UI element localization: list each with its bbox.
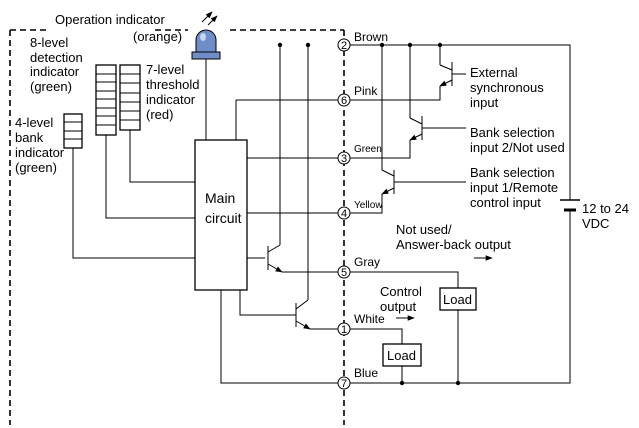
bank-indicator-label-4: (green) xyxy=(15,160,57,175)
answer-back-label-2: Answer-back output xyxy=(396,237,511,252)
bank1-label-1: Bank selection xyxy=(470,165,555,180)
wire-label-white: White xyxy=(354,312,385,326)
terminal-2: 2 xyxy=(337,38,351,52)
external-sync-label-2: synchronous xyxy=(470,80,544,95)
threshold-indicator-label-2: threshold xyxy=(146,77,199,92)
main-circuit-label-2: circuit xyxy=(205,210,242,226)
main-circuit-box xyxy=(194,139,248,291)
bank2-transistor xyxy=(344,45,466,159)
wire-label-brown: Brown xyxy=(354,30,388,44)
operation-indicator-label-2: (orange) xyxy=(133,29,182,44)
control-output-label-2: output xyxy=(380,299,417,314)
bank-indicator-bar xyxy=(63,113,83,149)
detection-indicator-bar xyxy=(95,64,117,136)
output-transistor-gray xyxy=(267,244,344,273)
terminal-3: 3 xyxy=(337,151,351,165)
external-sync-transistor xyxy=(344,45,466,101)
bank-indicator-label-1: 4-level xyxy=(15,115,53,130)
bank1-label-3: control input xyxy=(470,195,541,210)
svg-text:3: 3 xyxy=(341,153,347,165)
svg-text:5: 5 xyxy=(341,267,347,279)
power-supply-icon xyxy=(560,199,580,212)
terminal-6: 6 xyxy=(337,93,351,107)
operation-indicator-label-1: Operation indicator xyxy=(55,12,166,27)
main-circuit-label-1: Main xyxy=(205,190,235,206)
external-sync-label-1: External xyxy=(470,65,518,80)
load-label-upper: Load xyxy=(443,292,472,307)
bank1-transistor xyxy=(344,45,466,214)
threshold-indicator-label-3: indicator xyxy=(146,92,196,107)
answer-back-label-1: Not used/ xyxy=(396,222,452,237)
wire-label-blue: Blue xyxy=(354,366,378,380)
terminal-7: 7 xyxy=(337,376,351,390)
threshold-indicator-label-4: (red) xyxy=(146,107,173,122)
svg-text:2: 2 xyxy=(341,40,347,52)
wire-label-green: Green xyxy=(354,144,382,155)
svg-text:4: 4 xyxy=(341,208,347,220)
terminal-4: 4 xyxy=(337,206,351,220)
bank1-label-2: input 1/Remote xyxy=(470,180,558,195)
wire-label-pink: Pink xyxy=(354,84,378,98)
terminal-1: 1 xyxy=(337,322,351,336)
external-sync-label-3: input xyxy=(470,95,499,110)
bank-indicator-label-3: indicator xyxy=(15,145,65,160)
wire-label-gray: Gray xyxy=(354,255,380,269)
svg-text:6: 6 xyxy=(341,95,347,107)
terminal-5: 5 xyxy=(337,265,351,279)
wire-label-yellow: Yellow xyxy=(354,200,383,211)
bank2-label-2: input 2/Not used xyxy=(470,140,565,155)
svg-text:7: 7 xyxy=(341,378,347,390)
control-output-label-1: Control xyxy=(380,284,422,299)
sensor-boundary xyxy=(9,29,345,425)
supply-label-1: 12 to 24 xyxy=(582,201,629,216)
detection-indicator-label-3: indicator xyxy=(30,64,80,79)
bank2-label-1: Bank selection xyxy=(470,125,555,140)
operation-indicator-led-icon xyxy=(191,11,221,140)
bank-indicator-label-2: bank xyxy=(15,130,44,145)
supply-label-2: VDC xyxy=(582,216,609,231)
detection-indicator-label-1: 8-level xyxy=(30,35,68,50)
svg-text:1: 1 xyxy=(341,324,347,336)
threshold-indicator-label-1: 7-level xyxy=(146,62,184,77)
detection-indicator-label-2: detection xyxy=(30,50,83,65)
threshold-indicator-bar xyxy=(119,64,141,131)
load-label-lower: Load xyxy=(387,348,416,363)
output-transistor-white xyxy=(295,299,344,330)
detection-indicator-label-4: (green) xyxy=(30,79,72,94)
